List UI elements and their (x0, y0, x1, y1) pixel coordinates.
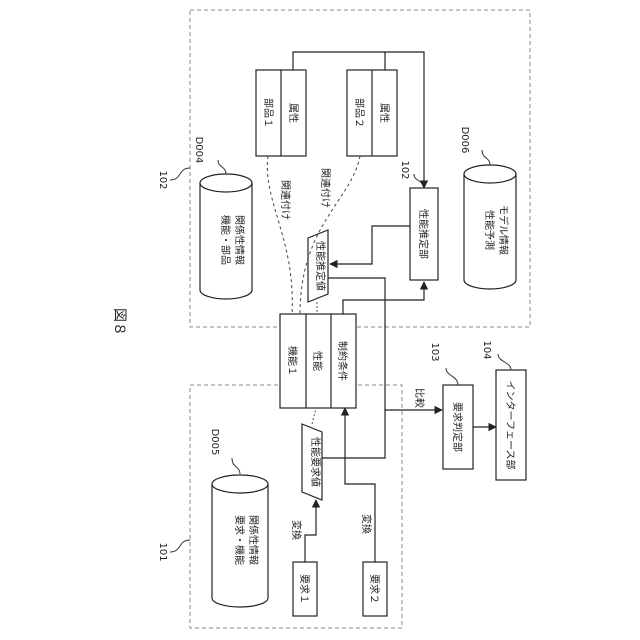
db-d004-leader (218, 160, 226, 174)
function-name: 機能１ (286, 346, 299, 376)
interface-ref: 104 (481, 340, 492, 359)
function-constraint: 制約条件 (336, 341, 349, 381)
region-102-ref: 102 (157, 170, 168, 189)
perf-required-dotted-link (312, 408, 316, 424)
db-d006-label1: 性能予測 (483, 210, 496, 250)
db-d006: 性能予測 モデル情報 (464, 165, 516, 289)
judge-ref: 103 (429, 342, 440, 361)
association-label-2: 関連付け (319, 168, 332, 208)
required-to-judge-line (322, 410, 385, 458)
region-102-leader (170, 168, 190, 180)
conversion-label-1: 変換 (290, 520, 303, 540)
part1-attr: 属性 (287, 103, 300, 123)
judge-leader (446, 368, 458, 385)
figure-title-text: 図８ (111, 308, 127, 336)
region-101-leader (170, 540, 190, 552)
perf-estimated-label: 性能推定値 (314, 241, 327, 291)
db-d005-label2: 関係性情報 (247, 515, 260, 565)
req2-label: 要求２ (368, 574, 380, 604)
perf-required-label: 性能要求値 (309, 437, 322, 487)
interface-label: インターフェース部 (504, 381, 517, 470)
conversion-label-2: 変換 (360, 514, 373, 534)
db-d006-label2: モデル情報 (497, 205, 510, 255)
db-d006-leader (482, 150, 490, 165)
conversion-arrow-2 (345, 408, 375, 562)
conversion-arrow-1 (305, 500, 316, 562)
db-d006-code: D006 (459, 127, 470, 154)
db-d004-label2: 関係性情報 (233, 215, 246, 265)
part2-name: 部品２ (353, 98, 366, 128)
interface-leader (498, 354, 511, 370)
part2-attr: 属性 (378, 103, 391, 123)
db-d004-code: D004 (193, 137, 204, 164)
judge-label: 要求判定部 (451, 402, 464, 452)
db-d005-code: D005 (209, 429, 220, 456)
req1-label: 要求１ (298, 574, 310, 604)
association-label-1: 関連付け (279, 180, 292, 220)
part1-name: 部品１ (262, 98, 275, 128)
estimator-ref: 102 (399, 160, 410, 179)
db-d005-leader (232, 458, 240, 474)
constraint-to-estimator-arrow (343, 282, 424, 314)
estimator-leader (414, 174, 424, 188)
region-101-ref: 101 (157, 542, 168, 561)
estimator-to-estimated-arrow (330, 226, 410, 264)
db-d005-label1: 要求・機能 (233, 515, 246, 565)
db-d004-label1: 機能・部品 (219, 215, 232, 265)
db-d004: 機能・部品 関係性情報 (200, 174, 252, 299)
comparison-label: 比較 (413, 388, 426, 408)
figure-title: 図８ (111, 308, 127, 336)
function-performance: 性能 (311, 351, 324, 371)
db-d005: 要求・機能 関係性情報 (212, 475, 268, 607)
estimator-label: 性能推定部 (417, 209, 430, 259)
